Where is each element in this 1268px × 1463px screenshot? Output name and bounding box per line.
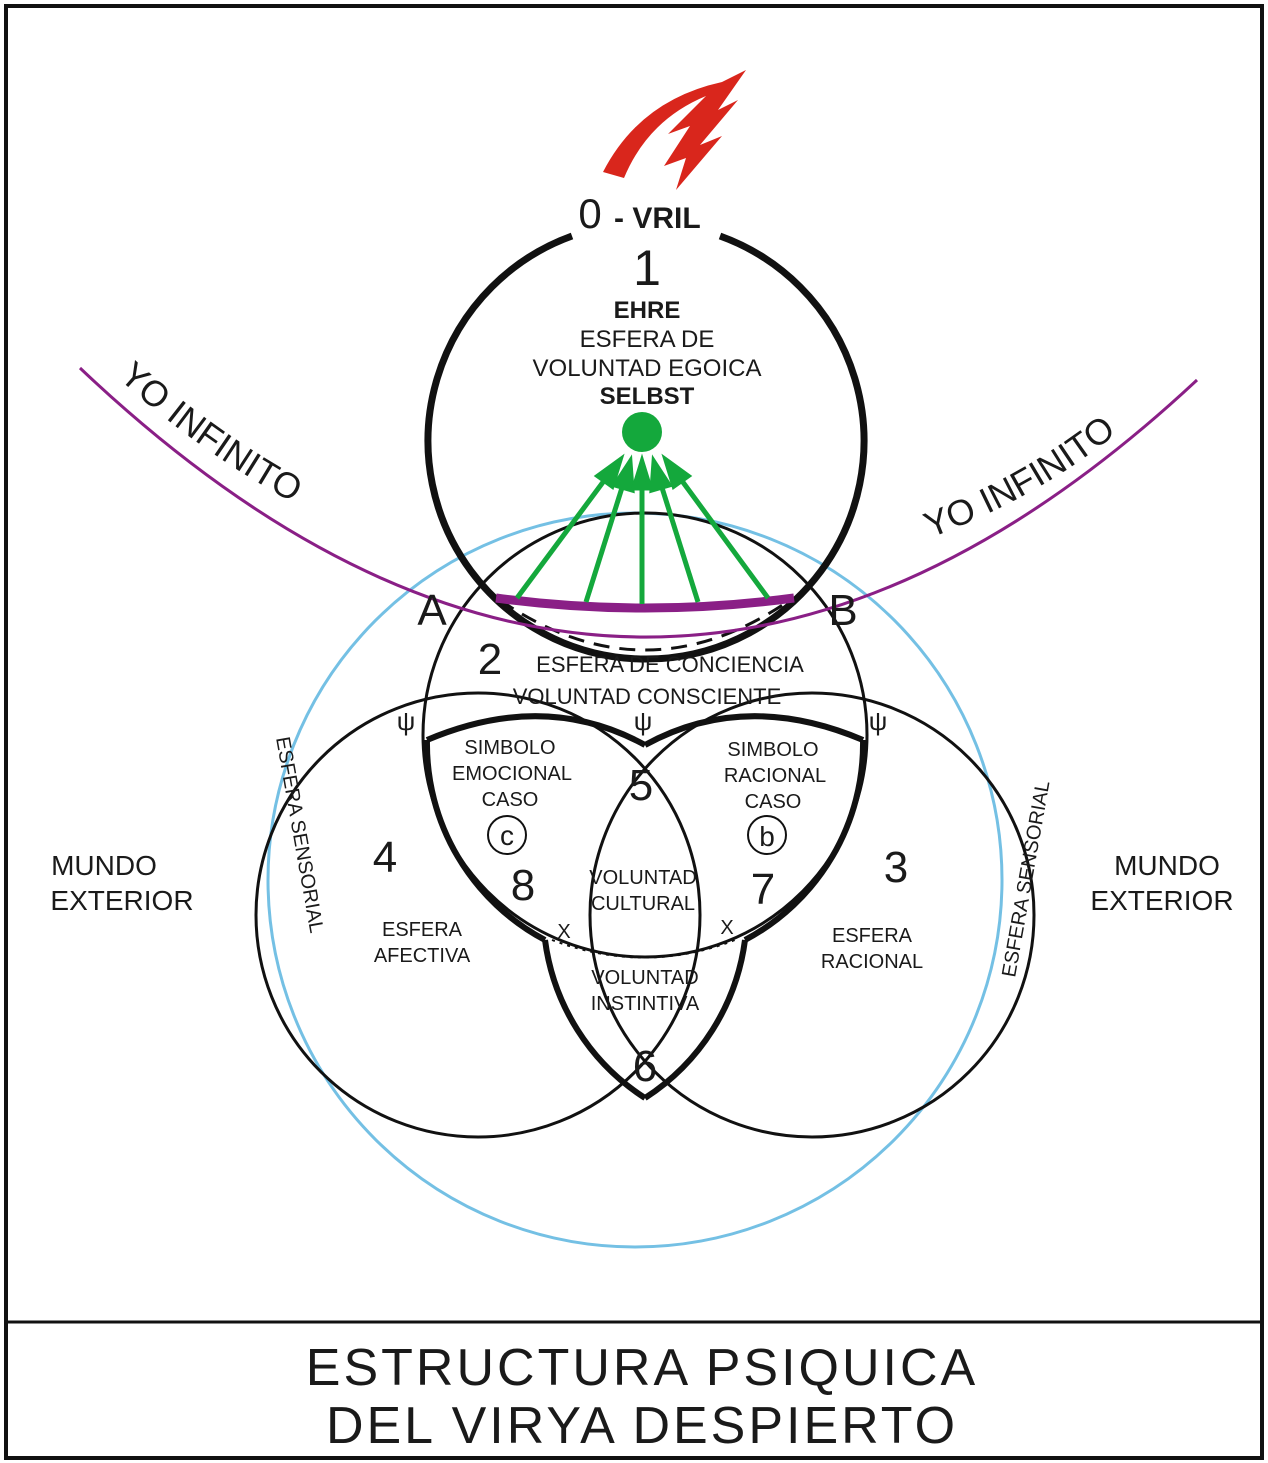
arrow-4-head xyxy=(649,454,673,494)
selbst-dot xyxy=(622,412,662,452)
case-b-circle xyxy=(747,815,787,855)
footer-title-line1: ESTRUCTURA PSIQUICA xyxy=(306,1339,978,1397)
sphere-1-voluntad: VOLUNTAD EGOICA xyxy=(533,355,762,382)
vril-bolt-icon xyxy=(603,70,746,190)
region-8-number: 8 xyxy=(511,861,535,910)
lens-border-right xyxy=(743,739,867,943)
sphere-2-circle xyxy=(421,511,869,959)
outer-frame xyxy=(4,4,1264,1460)
arrow-4 xyxy=(655,474,701,603)
footer-title-line2: DEL VIRYA DESPIERTO xyxy=(326,1397,958,1455)
mundo-right-line2: EXTERIOR xyxy=(1090,885,1233,916)
simbolo-racional-line3: CASO xyxy=(745,791,802,813)
sphere-2-line2: VOLUNTAD CONSCIENTE xyxy=(513,684,782,709)
lens-border-top-right xyxy=(643,713,865,748)
sphere-2-line1: ESFERA DE CONCIENCIA xyxy=(536,652,804,677)
sphere-4-circle xyxy=(254,691,702,1139)
lens-border-bottom-left xyxy=(542,939,647,1101)
sphere-3-circle xyxy=(588,691,1036,1139)
simbolo-racional-line1: SIMBOLO xyxy=(727,739,818,761)
voluntad-cultural-line1: VOLUNTAD xyxy=(589,867,696,889)
sphere-3-line2: RACIONAL xyxy=(821,951,923,973)
lens-border-bottom-right xyxy=(643,939,748,1101)
x-mark-left: X xyxy=(557,921,570,943)
x-mark-right: X xyxy=(720,917,733,939)
arrow-5 xyxy=(671,468,771,600)
voluntad-instintiva-line2: INSTINTIVA xyxy=(591,993,700,1015)
arrow-1-head xyxy=(593,453,625,491)
case-b-label: b xyxy=(759,821,775,852)
yo-infinito-arc xyxy=(78,366,1199,639)
sphere-1-number: 1 xyxy=(633,240,661,296)
yo-infinito-thick-segment xyxy=(495,593,795,613)
lens-border-top-left xyxy=(425,713,647,748)
point-a-label: A xyxy=(417,586,447,635)
voluntad-cultural-line2: CULTURAL xyxy=(591,893,695,915)
mundo-left-line2: EXTERIOR xyxy=(50,885,193,916)
arrow-3-head xyxy=(630,453,654,491)
vril-label: - VRIL xyxy=(614,202,701,235)
region-6-number: 6 xyxy=(633,1042,657,1091)
simbolo-emocional-line2: EMOCIONAL xyxy=(452,763,572,785)
point-b-label: B xyxy=(828,586,857,635)
lens-border-left xyxy=(423,739,547,943)
arrow-2 xyxy=(583,474,629,603)
voluntad-instintiva-line1: VOLUNTAD xyxy=(591,967,698,989)
arrow-2-head xyxy=(611,454,635,494)
sphere-3-line1: ESFERA xyxy=(832,925,913,947)
region-7-number: 7 xyxy=(751,865,775,914)
yo-infinito-left-label: YO INFINITO xyxy=(113,353,310,509)
yo-infinito-right-label: YO INFINITO xyxy=(918,407,1122,545)
region-5-number: 5 xyxy=(629,761,653,810)
psi-right: ψ xyxy=(869,706,888,736)
psi-left: ψ xyxy=(397,706,416,736)
arrows-group xyxy=(514,453,771,604)
simbolo-racional-line2: RACIONAL xyxy=(724,765,826,787)
zero-label: 0 xyxy=(578,190,601,237)
sphere-1-selbst: SELBST xyxy=(600,383,695,410)
case-c-circle xyxy=(487,815,527,855)
case-c-label: c xyxy=(500,820,514,851)
arrow-1 xyxy=(514,468,615,600)
mundo-right-line1: MUNDO xyxy=(1114,850,1220,881)
sphere-1-ehre: EHRE xyxy=(614,297,681,324)
sphere-3-number: 3 xyxy=(884,843,908,892)
psi-center: ψ xyxy=(634,706,653,736)
sphere-1-circle xyxy=(424,232,868,663)
sphere-1-dashed-arc xyxy=(499,598,791,652)
sphere-2-number: 2 xyxy=(478,635,502,684)
esfera-sensorial-left-label: ESFERA SENSORIAL xyxy=(271,735,327,935)
mundo-left-line1: MUNDO xyxy=(51,850,157,881)
sphere-4-number: 4 xyxy=(373,833,397,882)
simbolo-emocional-line3: CASO xyxy=(482,789,539,811)
sphere-1-esfera: ESFERA DE xyxy=(580,326,715,353)
sphere-4-line1: ESFERA xyxy=(382,919,463,941)
sphere-4-line2: AFECTIVA xyxy=(374,945,471,967)
arrow-5-head xyxy=(661,453,693,491)
simbolo-emocional-line1: SIMBOLO xyxy=(464,737,555,759)
